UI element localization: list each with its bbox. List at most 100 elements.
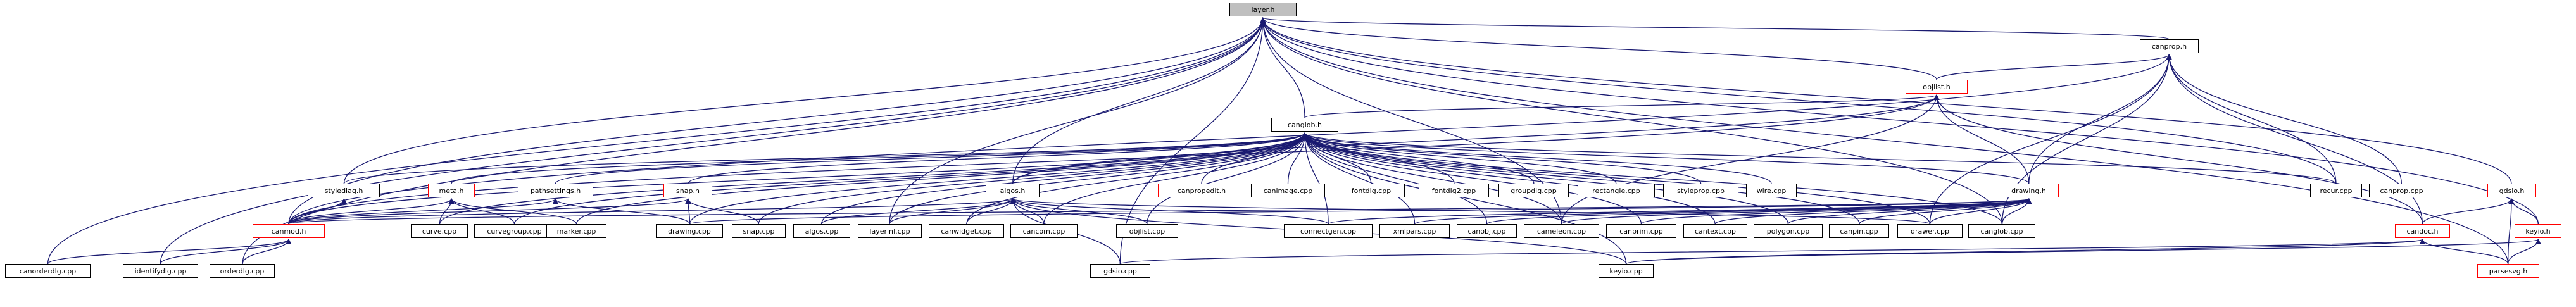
edge-cameleon-to-drawing [1561, 198, 2032, 225]
edge-drawer-to-drawing [1929, 198, 2032, 225]
node-fontdlg2-cpp[interactable]: fontdlg2.cpp [1419, 184, 1489, 197]
edge-drawing_cpp-to-pathsettings [553, 198, 691, 225]
node-canwidget-cpp[interactable]: canwidget.cpp [929, 224, 1004, 238]
node-keyio-cpp[interactable]: keyio.cpp [1599, 264, 1654, 278]
node-algos-cpp[interactable]: algos.cpp [793, 224, 850, 238]
edge-recur-to-canprop [2166, 54, 2337, 184]
edge-canorderdlg-to-layer [47, 17, 1266, 265]
edge-cameleon-to-objlist [1561, 94, 1940, 225]
node-gdsio-cpp[interactable]: gdsio.cpp [1090, 264, 1150, 278]
node-connectgen-cpp[interactable]: connectgen.cpp [1284, 224, 1373, 238]
edge-layerinf-to-canglob [889, 132, 1308, 225]
node-gdsio-h[interactable]: gdsio.h [2487, 184, 2536, 197]
edge-parsesvg-to-keyio_h [2507, 239, 2541, 265]
node-styleprop-cpp[interactable]: styleprop.cpp [1663, 184, 1738, 197]
node-marker-cpp[interactable]: marker.cpp [546, 224, 606, 238]
edge-canmod-to-meta [288, 198, 455, 225]
edge-polygon-to-drawing [1787, 198, 2032, 225]
node-recur-cpp[interactable]: recur.cpp [2310, 184, 2362, 197]
edge-curvegroup-to-canglob [513, 132, 1308, 225]
node-snap-cpp[interactable]: snap.cpp [732, 224, 786, 238]
node-wire-cpp[interactable]: wire.cpp [1746, 184, 1797, 197]
node-cameleon-cpp[interactable]: cameleon.cpp [1524, 224, 1599, 238]
edge-canmod-to-canglob [288, 132, 1308, 225]
node-snap-h[interactable]: snap.h [663, 184, 712, 197]
edge-orderdlg-to-layer [242, 17, 1266, 265]
edge-objlist_cpp-to-algos [1010, 198, 1148, 225]
edge-objlist_cpp-to-canglob [1147, 132, 1308, 225]
node-fontdlg-cpp[interactable]: fontdlg.cpp [1338, 184, 1405, 197]
node-curve-cpp[interactable]: curve.cpp [411, 224, 468, 238]
edge-curve-to-canglob [439, 132, 1308, 225]
edge-objlist-to-canprop [1936, 54, 2172, 80]
edge-keyio_cpp-to-canglob [1302, 132, 1627, 265]
edge-identifydlg-to-canmod [160, 239, 292, 265]
edge-xmlpars-to-canglob [1302, 132, 1416, 225]
edge-keyio_cpp-to-keyio_h [1625, 239, 2541, 265]
edge-cantext-to-drawing [1714, 198, 2032, 225]
node-orderdlg-cpp[interactable]: orderdlg.cpp [210, 264, 275, 278]
node-canprop-cpp[interactable]: canprop.cpp [2369, 184, 2434, 197]
edge-canmod-to-canprop [288, 54, 2172, 225]
node-meta-h[interactable]: meta.h [428, 184, 475, 197]
node-objlist-h[interactable]: objlist.h [1906, 80, 1968, 94]
edge-keyio_h-to-layer [1260, 17, 2539, 225]
node-curvegroup-cpp[interactable]: curvegroup.cpp [474, 224, 555, 238]
node-parsesvg-h[interactable]: parsesvg.h [2477, 264, 2539, 278]
node-canpropedit-h[interactable]: canpropedit.h [1158, 184, 1245, 197]
edge-drawing_cpp-to-snap [685, 198, 691, 225]
node-drawing-h[interactable]: drawing.h [1999, 184, 2059, 197]
edge-drawing-to-objlist [1933, 94, 2030, 184]
edge-meta-to-canglob [451, 132, 1308, 184]
edge-canpin-to-canglob [1302, 132, 1860, 225]
edge-objlist-to-layer [1260, 17, 1937, 80]
node-layerinf-cpp[interactable]: layerinf.cpp [858, 224, 922, 238]
edge-snap-to-canglob [688, 132, 1308, 184]
edge-canglob_cpp-to-drawing [2001, 198, 2032, 225]
node-identifydlg-cpp[interactable]: identifydlg.cpp [123, 264, 198, 278]
node-keyio-h[interactable]: keyio.h [2515, 224, 2561, 238]
node-canmod-h[interactable]: canmod.h [253, 224, 325, 238]
node-drawer-cpp[interactable]: drawer.cpp [1897, 224, 1963, 238]
node-groupdlg-cpp[interactable]: groupdlg.cpp [1498, 184, 1569, 197]
edge-orderdlg-to-canmod [242, 239, 292, 265]
node-objlist-cpp[interactable]: objlist.cpp [1116, 224, 1178, 238]
node-polygon-cpp[interactable]: polygon.cpp [1754, 224, 1823, 238]
node-canprim-cpp[interactable]: canprim.cpp [1606, 224, 1676, 238]
edge-identifydlg-to-layer [160, 17, 1266, 265]
edge-canmod-to-layer [288, 17, 1266, 225]
edge-canmod-to-drawing [288, 198, 2032, 225]
edge-canmod-to-snap [288, 198, 691, 225]
node-drawing-cpp[interactable]: drawing.cpp [656, 224, 723, 238]
edge-canglob-to-objlist [1304, 94, 1940, 118]
node-canorderdlg-cpp[interactable]: canorderdlg.cpp [5, 264, 91, 278]
node-canimage-cpp[interactable]: canimage.cpp [1251, 184, 1325, 197]
edge-candoc-to-objlist [1933, 94, 2423, 225]
edge-canprim-to-drawing [1640, 198, 2032, 225]
edge-keyio_h-to-gdsio [2508, 198, 2539, 225]
node-algos-h[interactable]: algos.h [986, 184, 1040, 197]
edge-snap_cpp-to-snap [685, 198, 759, 225]
node-cancom-cpp[interactable]: cancom.cpp [1010, 224, 1078, 238]
edge-parsesvg-to-candoc [2420, 239, 2509, 265]
node-canglob-h[interactable]: canglob.h [1271, 118, 1338, 132]
edge-canobj-to-canglob [1302, 132, 1488, 225]
node-cantext-cpp[interactable]: cantext.cpp [1683, 224, 1747, 238]
edge-drawer-to-canprop [1929, 54, 2172, 225]
node-stylediag-h[interactable]: stylediag.h [308, 184, 380, 197]
node-canpin-cpp[interactable]: canpin.cpp [1829, 224, 1889, 238]
edge-canglob_cpp-to-canprop [2001, 54, 2172, 225]
node-layer-h[interactable]: layer.h [1229, 3, 1297, 16]
node-canglob-cpp[interactable]: canglob.cpp [1968, 224, 2035, 238]
node-canprop-h[interactable]: canprop.h [2140, 39, 2199, 53]
edge-cancom-to-canglob [1043, 132, 1308, 225]
node-candoc-h[interactable]: candoc.h [2395, 224, 2450, 238]
node-canobj-cpp[interactable]: canobj.cpp [1457, 224, 1517, 238]
node-xmlpars-cpp[interactable]: xmlpars.cpp [1379, 224, 1450, 238]
edge-drawing_cpp-to-canglob [689, 132, 1308, 225]
node-rectangle-cpp[interactable]: rectangle.cpp [1578, 184, 1655, 197]
edge-parsesvg-to-gdsio [2507, 198, 2515, 265]
node-pathsettings-h[interactable]: pathsettings.h [518, 184, 593, 197]
edge-cameleon-to-canglob [1302, 132, 1562, 225]
